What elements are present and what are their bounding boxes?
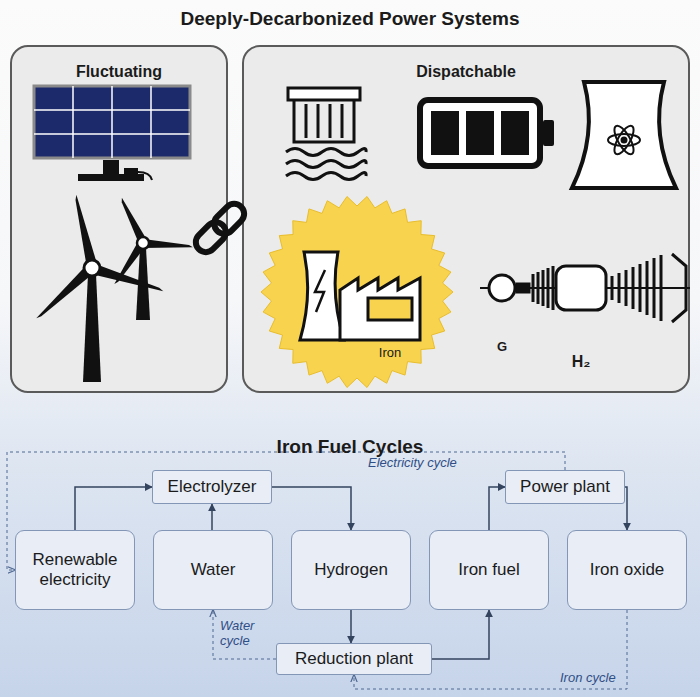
flow-arrow xyxy=(432,610,489,659)
node-text: Reduction plant xyxy=(295,649,413,669)
node-text: Dispatchable xyxy=(244,63,688,81)
process-box: Iron oxide xyxy=(567,530,687,610)
label: Iron xyxy=(368,345,412,360)
node-text: Water xyxy=(191,560,236,580)
label: G xyxy=(494,339,510,354)
nuclear-tower xyxy=(572,82,676,188)
node-text: Renewable electricity xyxy=(22,550,128,591)
node-text: Fluctuating xyxy=(12,63,226,81)
flow-arrow xyxy=(625,487,627,530)
process-box: Reduction plant xyxy=(276,643,432,675)
process-box: Iron fuel xyxy=(429,530,549,610)
edge-label: Electricity cycle xyxy=(368,456,457,471)
label: Iron Fuel Cycles xyxy=(0,436,700,458)
edge-label: Water cycle xyxy=(220,619,266,649)
node-text: Electrolyzer xyxy=(168,477,257,497)
process-box: Renewable electricity xyxy=(15,530,135,610)
node-text: Hydrogen xyxy=(314,560,388,580)
battery xyxy=(420,100,554,166)
process-box: Electrolyzer xyxy=(152,470,272,504)
process-box: Power plant xyxy=(505,470,625,504)
label: H₂ xyxy=(556,353,606,371)
process-box: Hydrogen xyxy=(291,530,411,610)
node-text: Iron oxide xyxy=(590,560,665,580)
node-text: Iron fuel xyxy=(458,560,519,580)
flow-arrow xyxy=(75,487,152,530)
title: Deeply-Decarbonized Power Systems xyxy=(0,8,700,30)
edge-label: Iron cycle xyxy=(560,671,616,686)
process-box: Water xyxy=(153,530,273,610)
node-text: Power plant xyxy=(520,477,610,497)
flow-arrow xyxy=(272,487,351,530)
cycle-connector xyxy=(213,610,276,659)
flow-arrow xyxy=(350,610,352,643)
iron-plant xyxy=(300,252,420,340)
flow-arrow xyxy=(211,504,213,530)
flow-arrow xyxy=(489,487,505,530)
